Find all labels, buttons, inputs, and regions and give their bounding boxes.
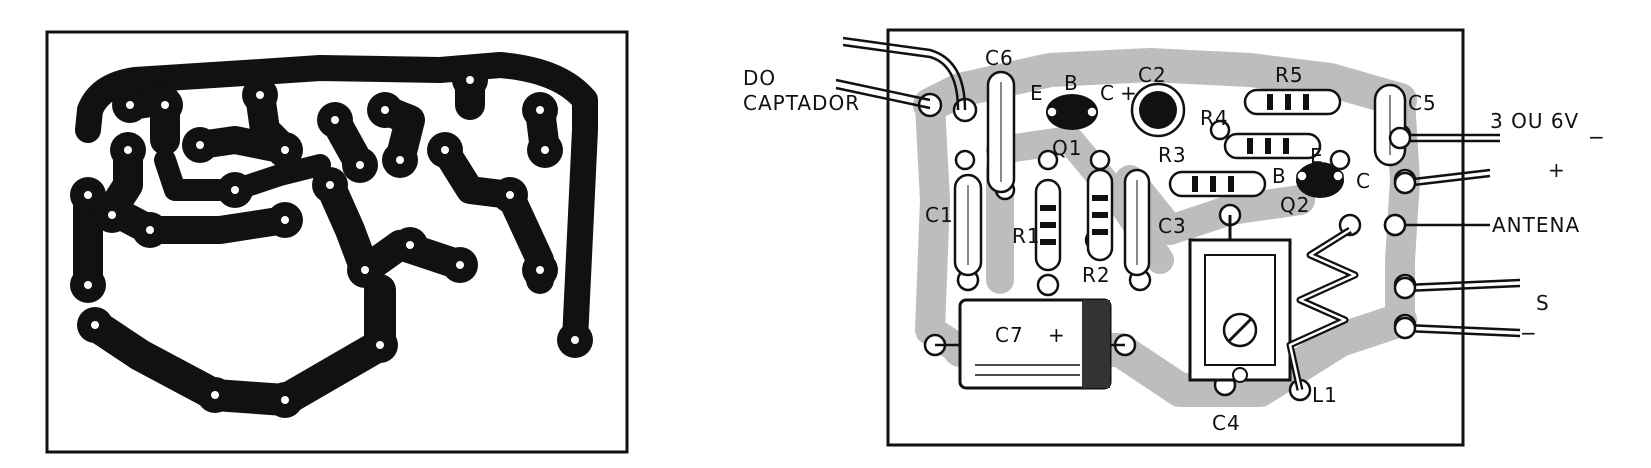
external-lead-pads: [1383, 126, 1417, 340]
copper-drill-holes: [84, 76, 579, 404]
label-q2-b: B: [1272, 164, 1287, 188]
label-c4: C4: [1212, 411, 1241, 435]
q1-transistor: [1046, 94, 1098, 130]
label-antenna: ANTENA: [1492, 213, 1580, 237]
label-q1-e: E: [1030, 81, 1044, 105]
external-leads: [1395, 133, 1521, 338]
label-c7: C7: [995, 323, 1024, 347]
label-q1-b: B: [1064, 71, 1079, 95]
label-q1: Q1: [1052, 136, 1082, 160]
pcb-component-layout: DO CAPTADOR C6 E B C + C2 Q1 R5 R4 R3 C5…: [743, 28, 1606, 447]
label-r2: R2: [1082, 263, 1111, 287]
label-supply-plus: +: [1548, 158, 1566, 182]
c7-capacitor: [935, 298, 1125, 390]
label-c6: C6: [985, 46, 1014, 70]
label-output: S: [1536, 291, 1550, 315]
label-q2: Q2: [1280, 193, 1310, 217]
label-c2: C2: [1138, 63, 1167, 87]
label-c2-polarity: +: [1120, 81, 1138, 105]
label-output-minus: −: [1520, 321, 1538, 345]
label-supply-minus: −: [1588, 125, 1606, 149]
input-leads: [835, 36, 967, 111]
r4-resistor: [1223, 132, 1322, 160]
label-r3: R3: [1158, 143, 1187, 167]
label-c7-polarity: +: [1048, 323, 1066, 347]
r5-resistor: [1243, 88, 1342, 116]
label-r1: R1: [1012, 224, 1041, 248]
r3-resistor: [1168, 170, 1267, 198]
label-r5: R5: [1275, 63, 1304, 87]
pcb-copper-layout: [45, 30, 629, 454]
label-c1: C1: [925, 203, 954, 227]
label-q1-c: C: [1100, 81, 1115, 105]
label-q2-c: C: [1356, 169, 1371, 193]
label-c3: C3: [1158, 214, 1187, 238]
label-c5: C5: [1408, 91, 1437, 115]
label-captador: CAPTADOR: [743, 91, 860, 115]
label-q2-e: E: [1310, 144, 1324, 168]
c2-capacitor: [1130, 82, 1186, 138]
c4-trimmer-capacitor: [1188, 215, 1292, 383]
q2-transistor: [1296, 162, 1344, 198]
label-r4: R4: [1200, 106, 1229, 130]
label-do: DO: [743, 66, 776, 90]
label-l1: L1: [1312, 383, 1338, 407]
label-supply-voltage: 3 OU 6V: [1490, 109, 1579, 133]
